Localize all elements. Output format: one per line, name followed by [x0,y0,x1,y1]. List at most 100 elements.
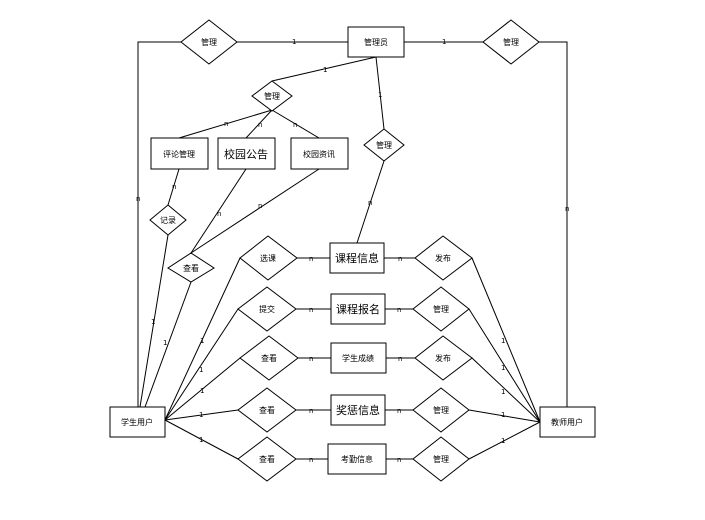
entity-label: 课程报名 [336,302,380,316]
relationship-label: 发布 [435,253,451,263]
relationship-label: 提交 [259,304,275,314]
relationship-label: 查看 [259,405,275,415]
entity-label: 校园公告 [224,147,268,161]
edge-admin-manage-course [375,56,385,130]
cardinality-label: 1 [200,387,204,395]
edge-manage-course-course-info [356,160,385,244]
entity-student-grade: 学生成绩 [330,342,387,374]
edge-publish-grade-teacher [471,357,541,423]
edge-admin-manage-top [271,56,377,82]
cardinality-label: n [136,195,140,203]
entity-admin: 管理员 [347,26,405,58]
cardinality-label: n [309,255,313,263]
cardinality-label: n [397,407,401,415]
entity-attendance-info: 考勤信息 [327,443,387,475]
entity-label: 校园资讯 [303,149,335,159]
cardinality-label: 1 [501,388,505,396]
cardinality-label: n [258,202,262,210]
entity-label: 学生成绩 [342,353,374,363]
relationship-label: 管理 [264,91,280,101]
relationship-record: 记录 [149,204,187,236]
cardinality-label: n [309,407,313,415]
edge-manage-left-student [137,41,181,407]
cardinality-label: n [258,121,262,129]
entity-student: 学生用户 [109,406,166,438]
cardinality-label: 1 [442,38,446,46]
relationship-manage-award: 管理 [412,387,470,433]
entity-label: 管理员 [364,37,388,47]
edge-manage-award-teacher [468,409,541,423]
relationship-label: 查看 [259,454,275,464]
relationship-label: 管理 [503,37,519,47]
edge-manage-top-notice [245,109,273,139]
entity-label: 教师用户 [551,417,583,427]
cardinality-label: 1 [199,411,203,419]
relationship-label: 发布 [435,353,451,363]
entity-label: 课程信息 [335,251,379,265]
relationship-publish-course: 发布 [414,235,473,281]
relationship-label: 管理 [433,304,449,314]
entity-comment-mgmt: 评论管理 [150,137,209,170]
cardinality-label: 1 [199,436,203,444]
relationship-label: 记录 [160,216,176,225]
entity-label: 奖惩信息 [336,403,380,417]
cardinality-label: n [397,306,401,314]
relationship-view-grade: 查看 [239,335,299,381]
cardinality-label: 1 [378,91,382,99]
relationship-manage-left: 管理 [180,19,238,65]
cardinality-label: 1 [501,411,505,419]
cardinality-label: 1 [323,66,327,74]
edge-view-student [144,281,192,408]
cardinality-label: n [293,121,297,129]
relationship-view-attendance: 查看 [237,436,297,482]
relationship-label: 选课 [260,253,276,263]
entity-label: 评论管理 [163,149,195,159]
relationship-publish-grade: 发布 [414,335,473,381]
edge-news-view [190,168,320,254]
edge-manage-signup-teacher [468,308,541,423]
relationship-manage-signup: 管理 [412,286,470,332]
edge-manage-att-teacher [468,421,541,460]
relationship-view-award: 查看 [237,387,297,433]
cardinality-label: n [309,355,313,363]
relationship-label: 管理 [433,405,449,415]
relationship-manage-course: 管理 [363,128,405,162]
entity-campus-notice: 校园公告 [217,137,276,170]
entity-course-info: 课程信息 [329,242,385,274]
edge-student-select [164,257,241,421]
edge-manage-top-comment [178,109,273,139]
edge-manage-top-news [271,109,320,139]
cardinality-label: n [224,120,228,128]
relationship-label: 管理 [433,454,449,464]
cardinality-label: n [368,199,372,207]
cardinality-label: 1 [501,437,505,445]
edge-comment-record [167,168,180,206]
relationship-manage-right: 管理 [482,19,540,65]
relationship-label: 管理 [376,140,392,150]
entity-award-info: 奖惩信息 [330,394,386,426]
edge-student-view-grade [164,357,241,421]
cardinality-label: 1 [501,337,505,345]
edge-student-view-award [164,409,239,421]
edge-manage-right-teacher [539,41,568,407]
cardinality-label: n [309,456,313,464]
relationship-label: 管理 [201,37,217,47]
cardinality-label: n [398,255,402,263]
relationship-submit: 提交 [237,286,297,332]
cardinality-label: n [309,306,313,314]
cardinality-label: 1 [151,318,155,326]
edge-student-view-attendance [164,419,239,460]
cardinality-label: 1 [292,38,296,46]
relationship-view-notice: 查看 [167,252,215,283]
cardinality-label: 1 [501,364,505,372]
cardinality-label: n [217,210,221,218]
entity-campus-news: 校园资讯 [290,137,349,170]
cardinality-label: 1 [199,366,203,374]
edge-record-student [139,234,169,408]
relationship-select-course: 选课 [239,235,298,281]
entity-course-signup: 课程报名 [330,293,386,325]
cardinality-label: 1 [163,339,167,347]
cardinality-label: n [565,205,569,213]
entity-teacher: 教师用户 [539,406,596,438]
relationship-label: 查看 [183,263,199,273]
